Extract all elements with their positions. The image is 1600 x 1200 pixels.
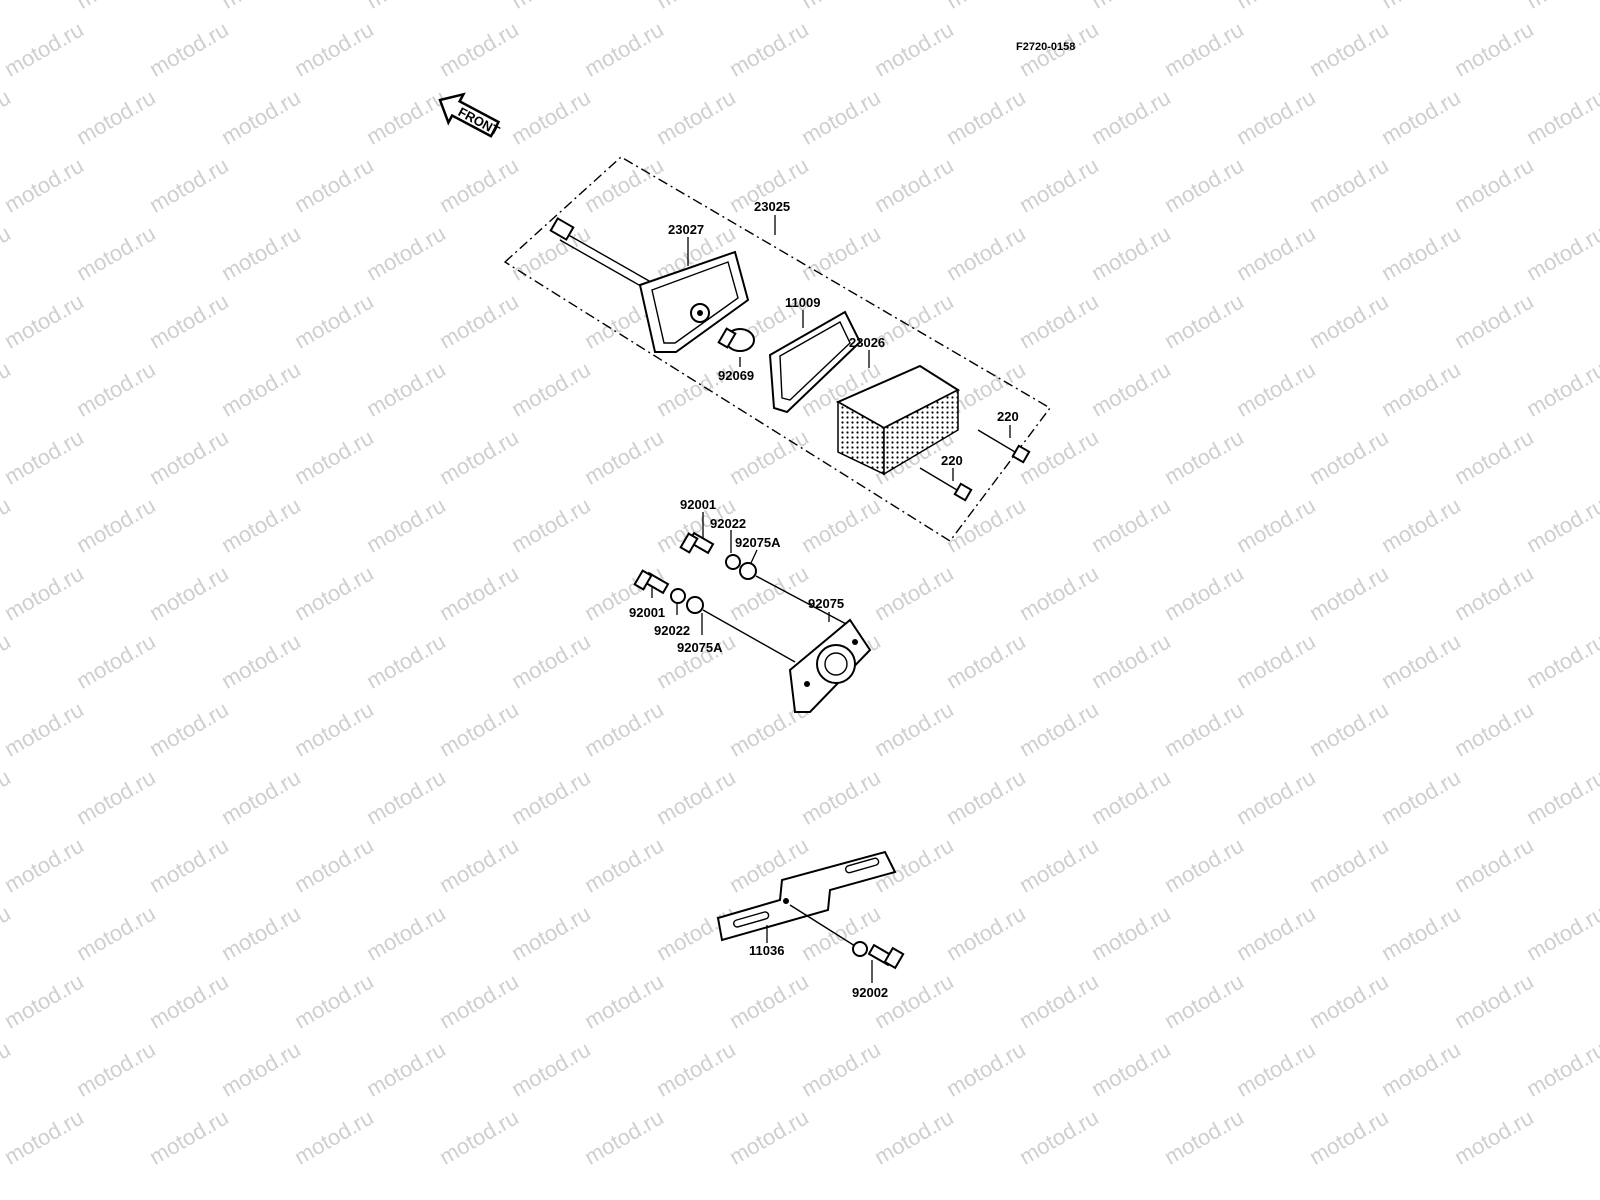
centerline-lower <box>702 609 796 663</box>
label-11009: 11009 <box>785 295 820 310</box>
front-arrow-icon: FRONT <box>438 92 502 138</box>
washer-upper <box>725 554 741 570</box>
washer-lower <box>670 588 686 604</box>
label-23025: 23025 <box>754 199 790 214</box>
screw-lower <box>919 467 973 502</box>
label-92069: 92069 <box>718 368 754 383</box>
bolt-upper <box>679 531 715 555</box>
spacer-lower <box>686 596 704 614</box>
socket-base <box>638 250 750 353</box>
label-92002: 92002 <box>852 985 888 1000</box>
label-92001-upper: 92001 <box>680 497 716 512</box>
figure-id: F2720-0158 <box>1016 41 1075 53</box>
bulb <box>717 327 755 352</box>
license-bracket <box>716 850 897 947</box>
screw-upper <box>977 429 1031 464</box>
bolt-bracket <box>852 941 905 970</box>
label-23027: 23027 <box>668 222 704 237</box>
label-92022-upper: 92022 <box>710 516 746 531</box>
label-92075: 92075 <box>808 596 844 611</box>
label-220-upper: 220 <box>997 409 1019 424</box>
spacer-upper <box>739 562 757 580</box>
label-92075A-upper: 92075A <box>735 535 781 550</box>
gasket <box>768 310 862 414</box>
label-220-lower: 220 <box>941 453 963 468</box>
bracket-plate <box>788 618 872 713</box>
label-92001-lower: 92001 <box>629 605 665 620</box>
label-92022-lower: 92022 <box>654 623 690 638</box>
wire-harness <box>549 217 666 298</box>
label-92075A-lower: 92075A <box>677 640 723 655</box>
centerline-upper <box>755 575 849 626</box>
bolt-lower <box>633 569 670 595</box>
label-23026: 23026 <box>849 335 885 350</box>
lens <box>835 364 961 476</box>
label-11036: 11036 <box>749 943 784 958</box>
assembly-boundary <box>503 156 1052 542</box>
